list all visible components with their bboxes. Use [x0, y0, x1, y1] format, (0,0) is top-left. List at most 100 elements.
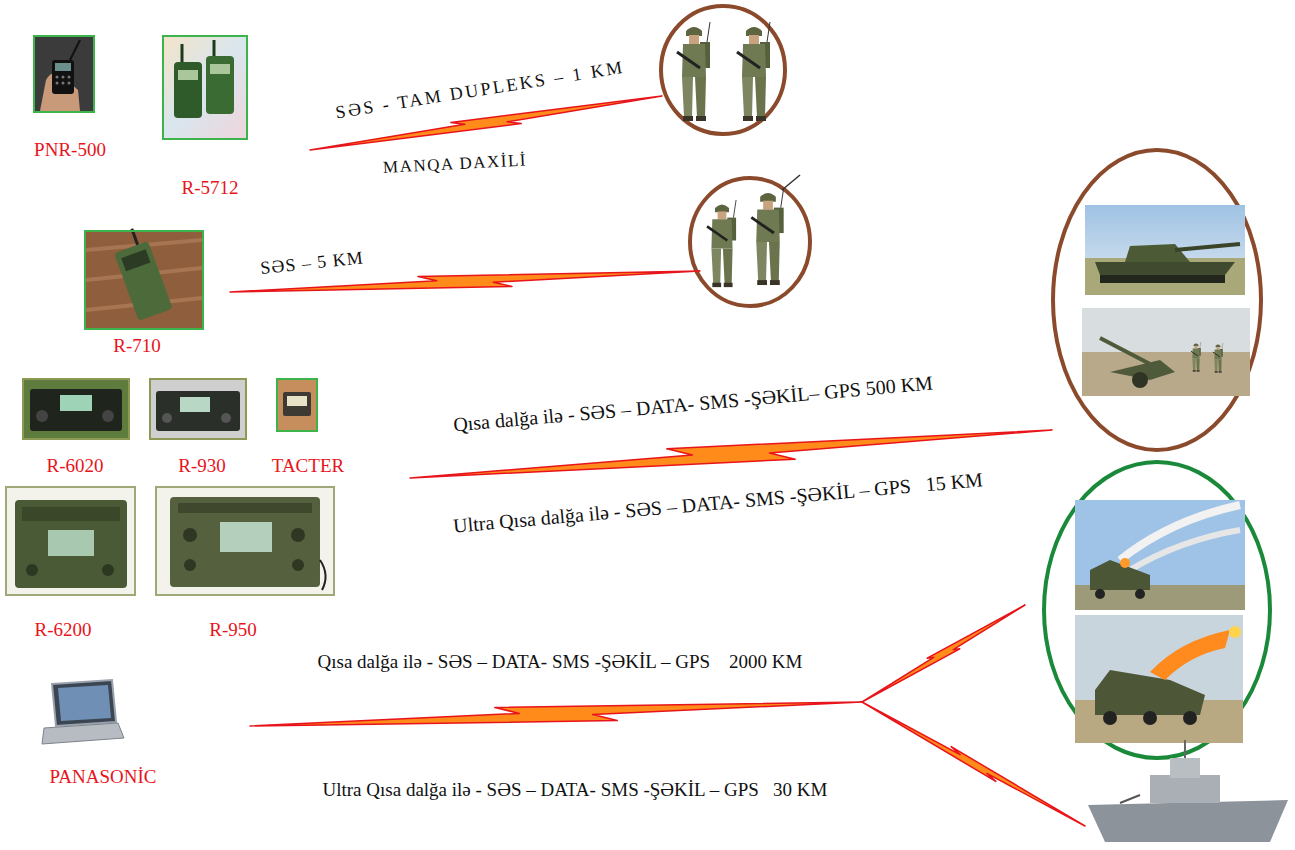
r-6200-picture — [22, 507, 120, 521]
r-950-picture — [320, 560, 326, 590]
r-6200-picture — [102, 564, 114, 576]
rocket-circle — [1095, 589, 1105, 599]
link-label: Qısa dalğa ilə - SƏS – DATA- SMS -ŞƏKİL–… — [450, 371, 935, 436]
armour-circle — [1125, 244, 1190, 262]
r-930-picture — [156, 391, 240, 431]
r-930-picture — [151, 380, 245, 438]
radio-frame: R-6200 — [5, 486, 136, 596]
tacter-picture — [283, 392, 311, 416]
device-caption: R-950 — [209, 620, 257, 641]
soldiers-circle — [751, 188, 783, 285]
radio-frame: PANASONİC — [40, 680, 124, 748]
r-6200-picture — [7, 488, 134, 594]
soldiers-circle — [661, 6, 785, 134]
r-5712-picture — [213, 40, 216, 56]
rocket-circle — [1183, 711, 1197, 725]
laptop-picture — [52, 680, 116, 726]
r-950-picture — [178, 503, 312, 513]
rocket-circle — [1090, 560, 1150, 590]
radio-frame: PNR-500 — [33, 35, 95, 113]
soldiers-circle — [690, 175, 810, 306]
r-710-picture — [108, 225, 172, 321]
armour-circle — [1095, 262, 1235, 275]
r-930-picture — [180, 397, 210, 412]
rocket-circle — [1044, 462, 1270, 758]
r-710-picture — [114, 241, 172, 321]
link-label: Ultra Qısa dalğa ilə - SƏS – DATA- SMS -… — [450, 468, 986, 538]
lightning-bolt — [862, 605, 1025, 702]
rocket-circle — [1229, 626, 1241, 638]
link-label: Qısa dalğa ilə - SƏS – DATA- SMS -ŞƏKİL … — [316, 651, 805, 673]
r-710-picture — [86, 225, 202, 328]
radio-frame: TACTER — [276, 378, 318, 432]
radio-frame: R-930 — [149, 378, 247, 440]
armour-circle — [1085, 205, 1245, 295]
pnr-500-picture — [56, 82, 59, 85]
device-caption: R-930 — [178, 456, 226, 477]
pnr-500-picture — [56, 76, 59, 79]
r-710-picture — [86, 232, 202, 328]
laptop-picture — [58, 685, 111, 721]
device-caption: R-6200 — [35, 620, 92, 641]
r-950-picture — [220, 522, 272, 552]
rocket-circle — [1103, 711, 1117, 725]
r-950-picture — [157, 488, 333, 594]
armour-circle — [1191, 342, 1201, 372]
pnr-500-picture — [70, 40, 80, 60]
device-caption: PNR-500 — [34, 140, 106, 161]
tacter-picture — [278, 380, 316, 430]
armour-circle — [1100, 275, 1225, 283]
link-label: Ultra Qısa dalğa ilə - SƏS – DATA- SMS -… — [321, 779, 830, 801]
rocket-circle — [1044, 462, 1270, 758]
pnr-500-picture — [35, 37, 93, 111]
pnr-500-picture — [68, 82, 71, 85]
armour-circle — [1082, 308, 1250, 396]
r-6200-picture — [7, 488, 134, 594]
ship-picture — [1170, 758, 1200, 778]
device-caption: R-5712 — [182, 178, 239, 199]
armour-circle — [1213, 343, 1223, 373]
radio-frame: R-950 — [155, 486, 335, 596]
r-5712-picture — [210, 64, 230, 74]
r-950-picture — [291, 528, 305, 542]
radio-frame: R-6020 — [22, 378, 130, 440]
soldiers-circle — [661, 6, 785, 134]
device-caption: TACTER — [272, 456, 344, 477]
r-930-picture — [151, 380, 245, 438]
r-6200-picture — [48, 530, 94, 556]
device-caption: R-6020 — [47, 456, 104, 477]
r-6020-picture — [24, 380, 128, 438]
laptop-picture — [42, 680, 124, 744]
r-6020-picture — [36, 410, 48, 422]
rocket-circle — [1075, 500, 1245, 610]
link-label: SƏS – 5 KM — [257, 247, 366, 279]
r-6020-picture — [60, 395, 92, 411]
r-5712-picture — [178, 70, 198, 80]
pnr-500-picture — [62, 82, 65, 85]
r-6200-picture — [26, 564, 38, 576]
rocket-circle — [1143, 711, 1157, 725]
r-6020-picture — [24, 380, 128, 438]
soldiers-circle — [782, 175, 800, 190]
r-950-picture — [183, 528, 197, 542]
rocket-circle — [1130, 530, 1240, 570]
pnr-500-picture — [62, 76, 65, 79]
ship-picture — [1120, 795, 1140, 803]
armour-circle — [1082, 352, 1250, 396]
armour-circle — [1175, 244, 1240, 250]
r-5712-picture — [206, 56, 234, 114]
r-950-picture — [157, 488, 333, 594]
laptop-picture — [42, 723, 124, 744]
armour-circle — [1053, 150, 1261, 450]
r-6020-picture — [102, 410, 114, 422]
radio-frame: R-5712 — [162, 35, 248, 140]
pnr-500-picture — [68, 76, 71, 79]
tacter-picture — [287, 396, 307, 406]
armour-circle — [1100, 338, 1150, 364]
lightning-bolt — [250, 702, 862, 726]
device-caption: PANASONİC — [50, 767, 157, 788]
r-710-picture — [121, 249, 150, 271]
rocket-circle — [1075, 615, 1243, 743]
